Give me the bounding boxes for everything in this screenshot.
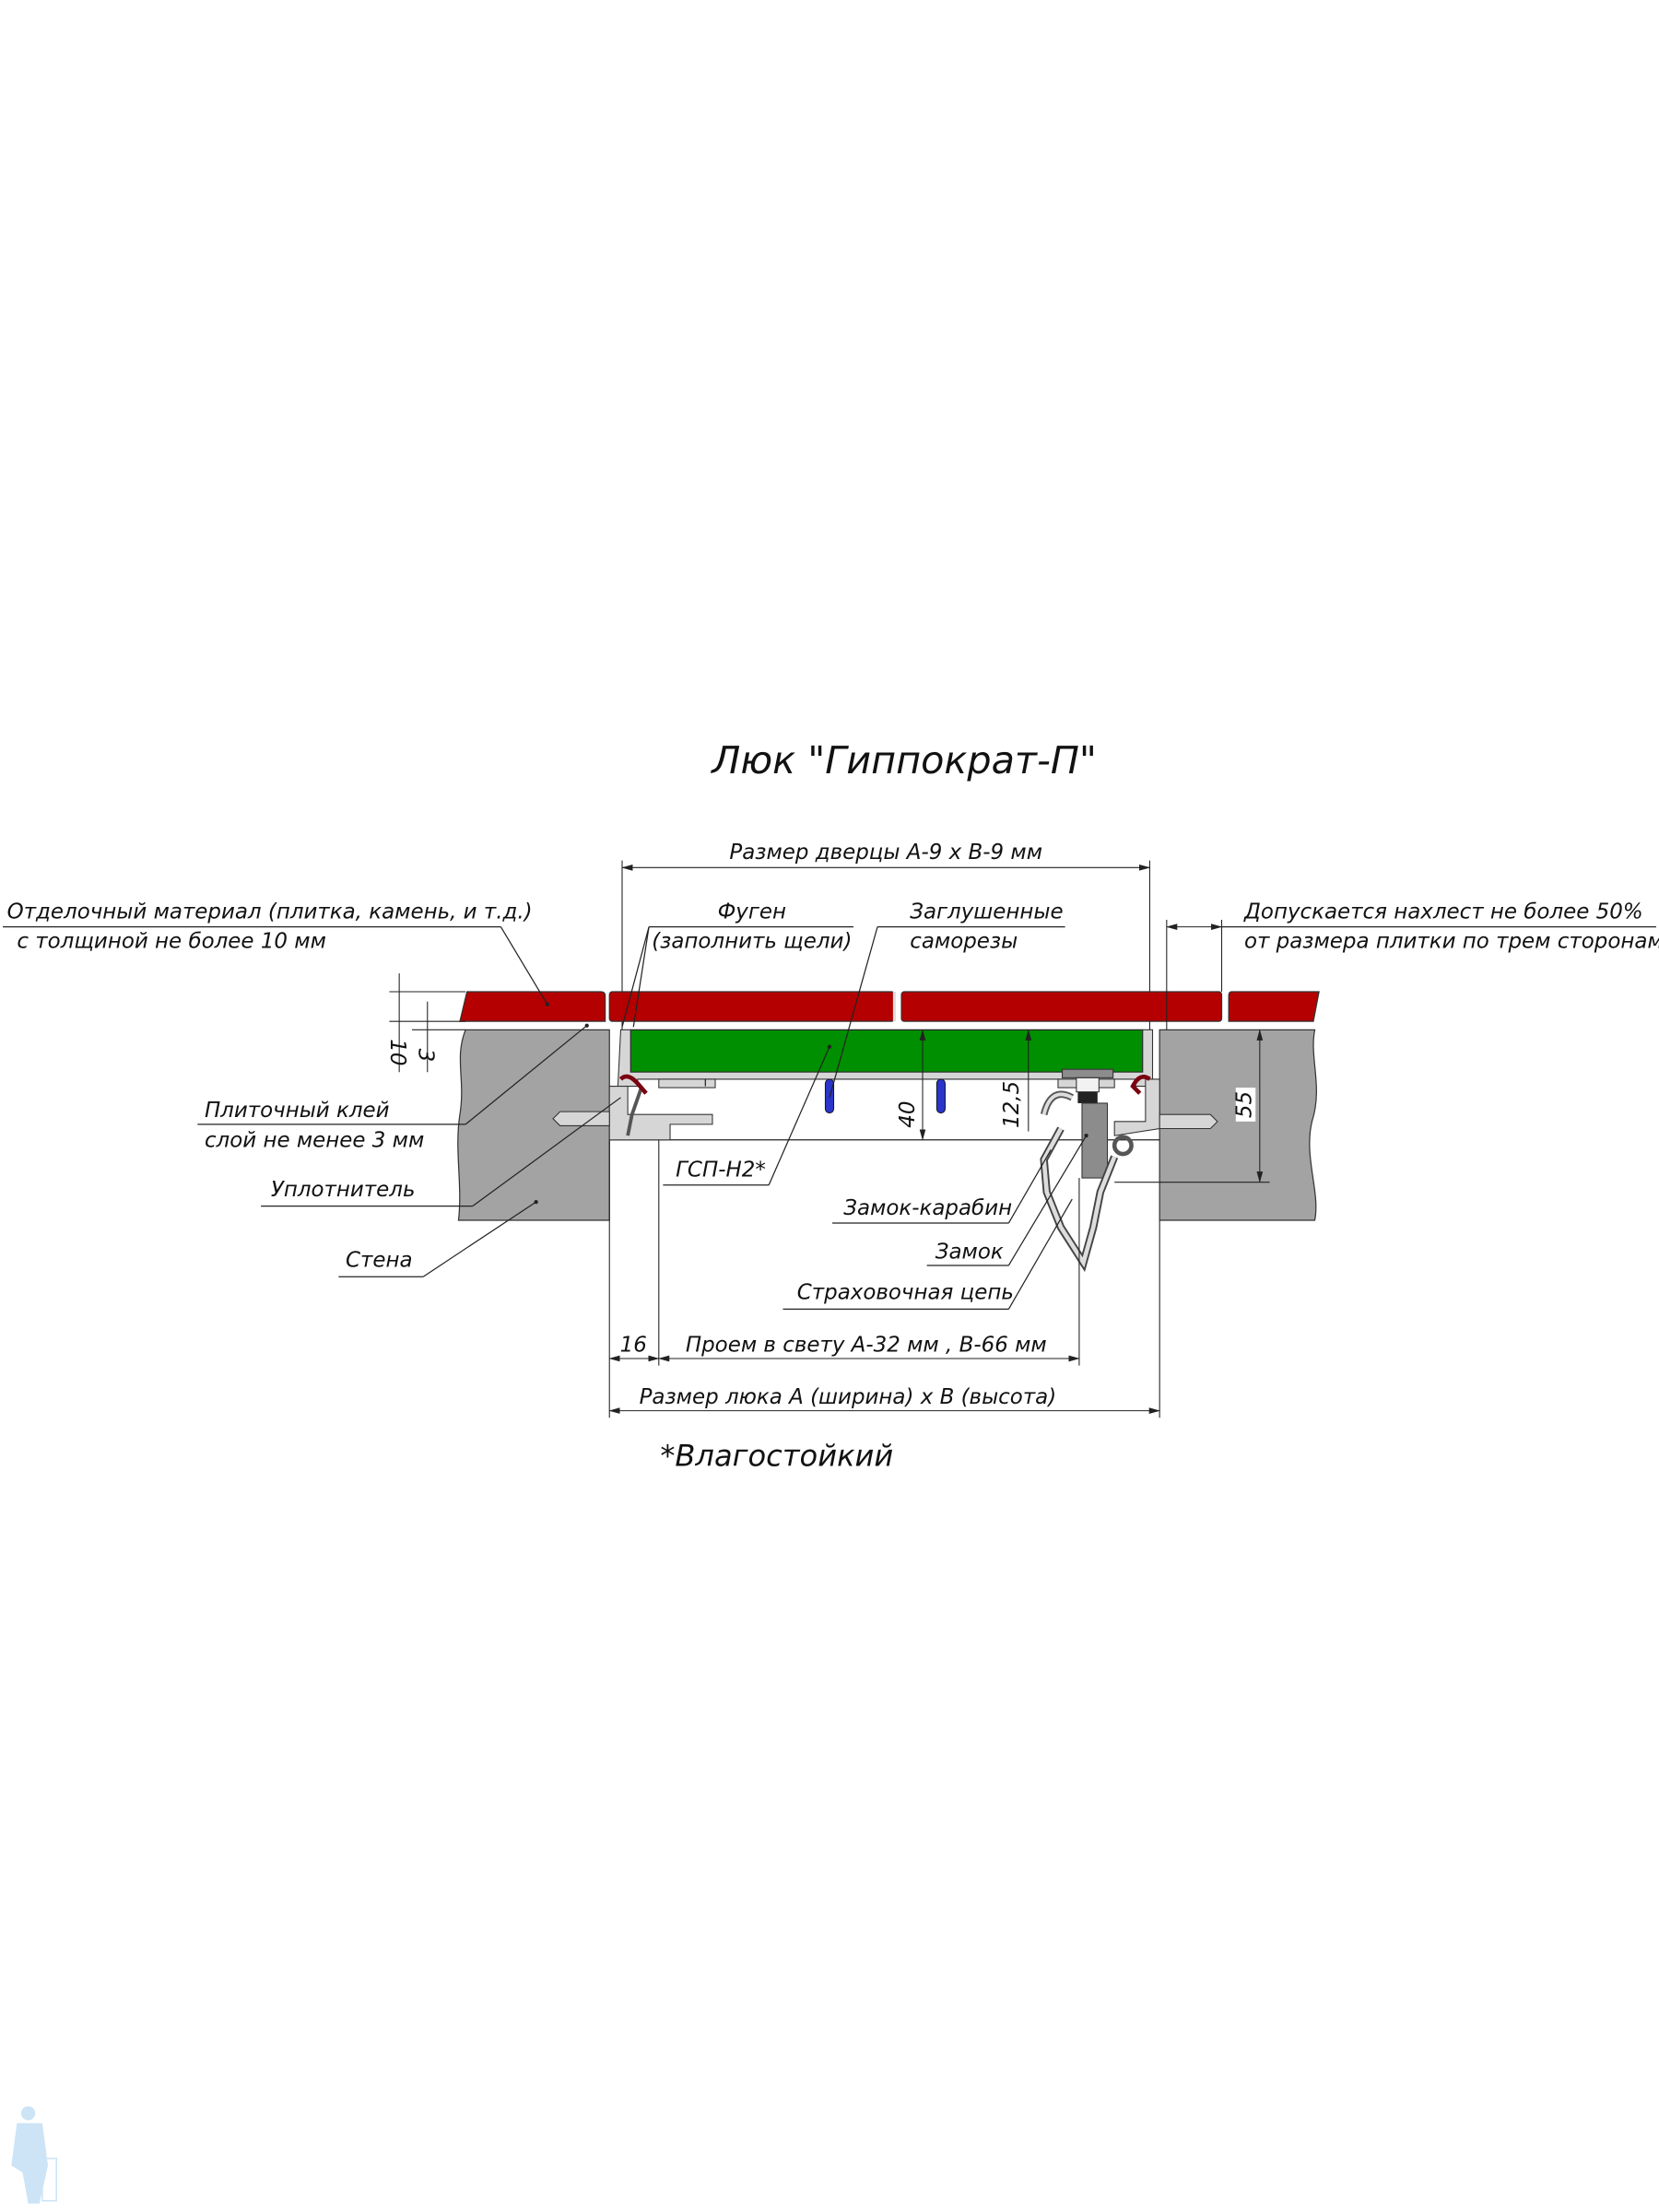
- wall-right: [1159, 1029, 1317, 1221]
- anchor-left: [552, 1111, 610, 1126]
- svg-text:с толщиной не более 10 мм: с толщиной не более 10 мм: [17, 930, 326, 954]
- hatch-size-label: Размер люка А (ширина) х В (высота): [640, 1385, 1057, 1409]
- dim-40: 40: [896, 1101, 920, 1128]
- svg-text:Страховочная цепь: Страховочная цепь: [797, 1281, 1014, 1305]
- left-profile: [552, 1074, 713, 1141]
- svg-text:(заполнить щели): (заполнить щели): [652, 930, 852, 954]
- dim-55: 55: [1233, 1091, 1257, 1118]
- tile-door-2: [900, 991, 1223, 1022]
- screws-callout: Заглушенные саморезы: [829, 900, 1065, 1098]
- dim-10: 10: [385, 1039, 409, 1065]
- dim-16: 16: [620, 1333, 647, 1357]
- tile-right: [1228, 991, 1320, 1022]
- tile-left: [459, 991, 606, 1022]
- opening-dimensions: 16 Проем в свету А-32 мм , В-66 мм Разме…: [608, 1139, 1160, 1418]
- anchor-right: [1159, 1113, 1218, 1130]
- svg-text:Допускается нахлест не более 5: Допускается нахлест не более 50%: [1243, 900, 1643, 924]
- finish-material-callout: Отделочный материал (плитка, камень, и т…: [3, 900, 550, 1006]
- svg-text:Плиточный клей: Плиточный клей: [205, 1099, 390, 1123]
- lock: [1040, 1068, 1134, 1179]
- seal-left: [618, 1074, 648, 1095]
- lock-callout: Замок: [926, 1134, 1088, 1266]
- watermark-plumber-icon: [11, 2106, 57, 2204]
- footnote: *Влагостойкий: [660, 1438, 893, 1473]
- door-size-label: Размер дверцы А-9 х В-9 мм: [729, 841, 1042, 865]
- board-callout: ГСП-Н2*: [663, 1044, 832, 1186]
- svg-text:Заглушенные: Заглушенные: [910, 900, 1063, 924]
- seal-callout: Уплотнитель: [261, 1097, 621, 1207]
- svg-text:ГСП-Н2*: ГСП-Н2*: [676, 1159, 766, 1182]
- dim-3: 3: [414, 1049, 438, 1063]
- screw-2: [935, 1078, 946, 1114]
- overlap-callout: Допускается нахлест не более 50% от разм…: [1166, 900, 1659, 1030]
- chain-callout: Страховочная цепь: [782, 1198, 1073, 1311]
- svg-text:Стена: Стена: [346, 1248, 413, 1272]
- seal-right: [1130, 1075, 1151, 1095]
- svg-text:от размера плитки по трем стор: от размера плитки по трем сторонам: [1244, 930, 1659, 954]
- svg-text:саморезы: саморезы: [910, 930, 1018, 954]
- adhesive-callout: Плиточный клей слой не менее 3 мм: [197, 1023, 589, 1152]
- svg-text:Отделочный материал (плитка, к: Отделочный материал (плитка, камень, и т…: [7, 900, 533, 924]
- carabiner-callout: Замок-карабин: [832, 1149, 1052, 1224]
- dim-12-5: 12,5: [1000, 1081, 1024, 1128]
- svg-text:Фуген: Фуген: [718, 900, 786, 924]
- wall-callout: Стена: [338, 1199, 538, 1277]
- svg-text:Замок-карабин: Замок-карабин: [843, 1196, 1012, 1220]
- safety-chain: [1040, 1126, 1119, 1273]
- tile-thickness-dimension: 10 3: [385, 973, 466, 1073]
- svg-text:Замок: Замок: [935, 1240, 1004, 1264]
- svg-text:слой не менее 3 мм: слой не менее 3 мм: [205, 1128, 424, 1152]
- door-size-dimension: Размер дверцы А-9 х В-9 мм: [621, 841, 1151, 1033]
- grout-callout: Фуген (заполнить щели): [621, 900, 854, 1028]
- svg-text:Уплотнитель: Уплотнитель: [271, 1178, 416, 1202]
- board-panel: [629, 1029, 1144, 1073]
- right-profile: [1113, 1075, 1218, 1136]
- drawing-title: Люк "Гиппократ-П": [710, 738, 1097, 782]
- opening-size-label: Проем в свету А-32 мм , В-66 мм: [686, 1333, 1047, 1357]
